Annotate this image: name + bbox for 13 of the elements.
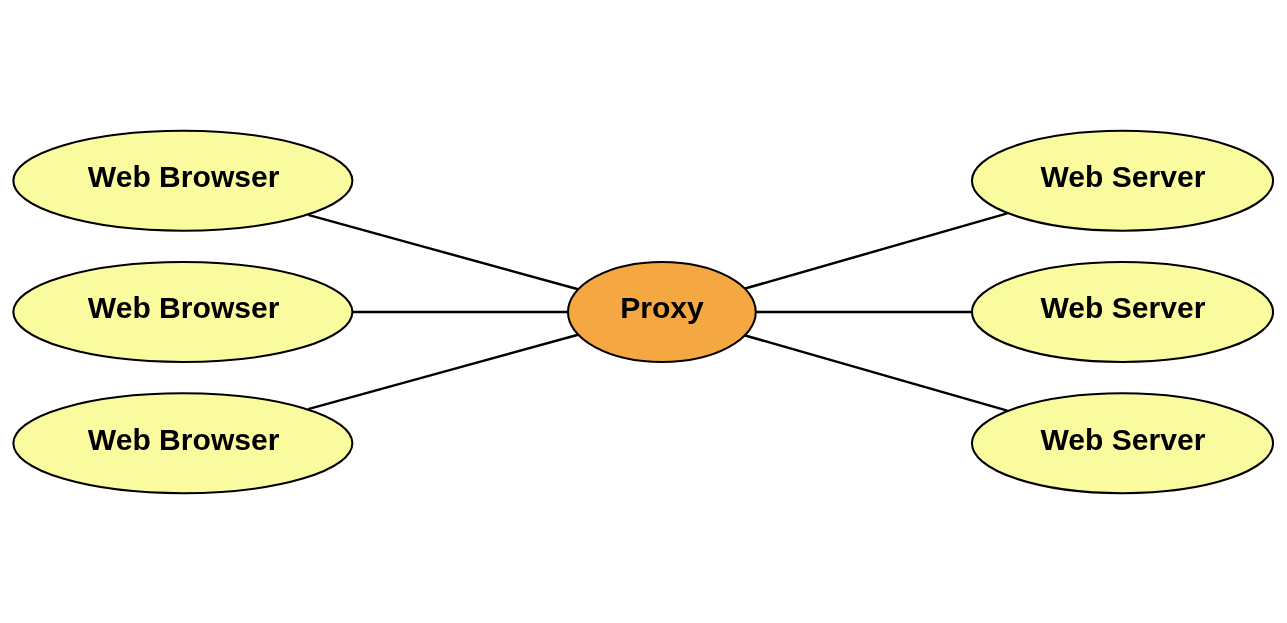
connector bbox=[755, 310, 972, 313]
node-ellipse: Web Browser bbox=[12, 391, 354, 494]
node-ellipse: Web Server bbox=[970, 129, 1275, 232]
node-ellipse: Web Server bbox=[970, 260, 1275, 363]
node-ellipse: Web Browser bbox=[12, 260, 354, 363]
connector bbox=[744, 333, 1008, 412]
node-ellipse: Proxy bbox=[566, 260, 757, 363]
node-ellipse: Web Browser bbox=[12, 129, 354, 232]
connector bbox=[307, 333, 579, 410]
connector bbox=[307, 213, 579, 290]
connector bbox=[744, 211, 1008, 290]
connector bbox=[352, 310, 568, 313]
node-ellipse: Web Server bbox=[970, 391, 1275, 494]
